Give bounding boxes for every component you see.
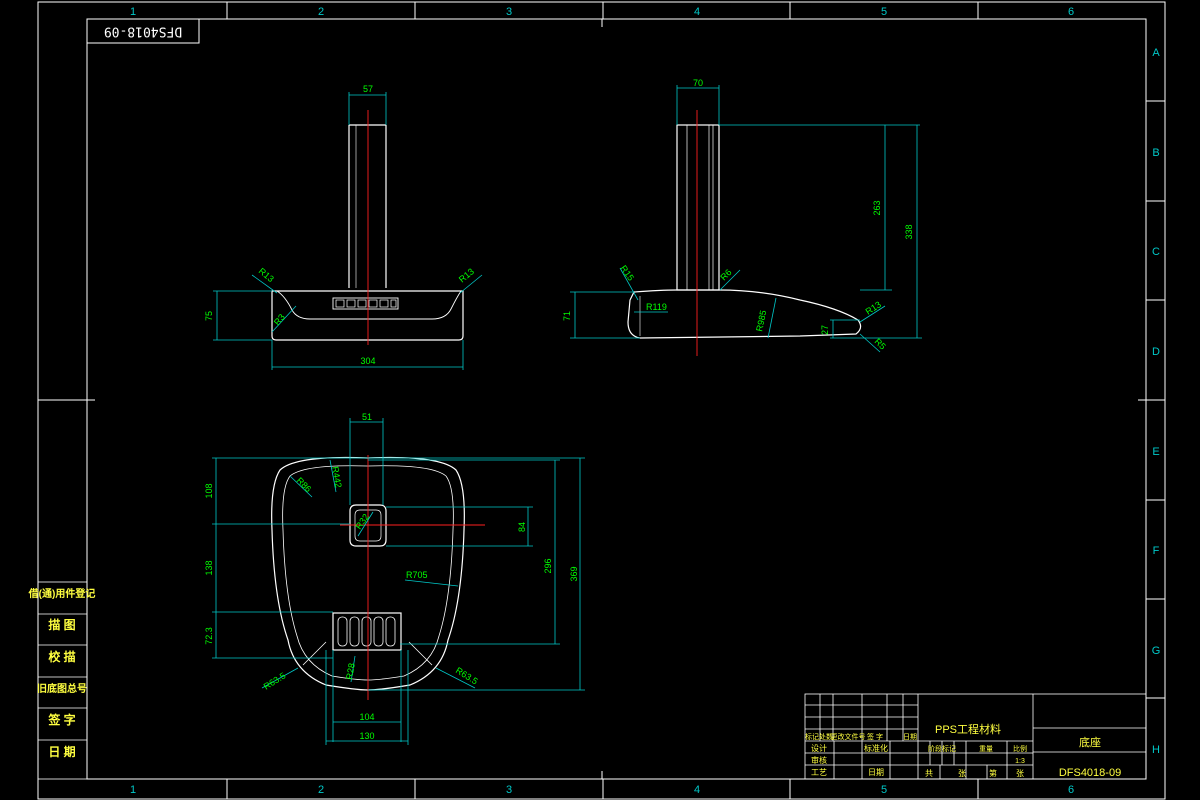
zone-row-g: G — [1152, 645, 1161, 657]
side-dim-27: 27 — [820, 325, 830, 335]
rev-header-date: 日期 — [903, 733, 917, 741]
zone-row-e: E — [1152, 446, 1159, 458]
stamp-reg: 借(通)用件登记 — [28, 587, 96, 600]
top-dim-r705: R705 — [406, 570, 428, 580]
stage-header-weight: 重量 — [979, 745, 993, 753]
rev-header-doc: 更改文件号 — [831, 732, 866, 741]
drawing-number-box: DFS4018-09 — [86, 18, 200, 44]
top-dim-r86: R86 — [295, 475, 314, 494]
side-stamp-table: 借(通)用件登记 描 图 校 描 旧底图总号 签 字 日 期 — [28, 581, 96, 780]
stage-header-mark: 阶段标记 — [928, 744, 956, 753]
zone-col-3-top: 3 — [506, 6, 512, 18]
sheet-no-label: 第 — [989, 768, 997, 778]
top-dim-r442: R442 — [330, 466, 344, 489]
stage-header-scale: 比例 — [1013, 744, 1027, 753]
zone-col-5-top: 5 — [881, 6, 887, 18]
top-dim-r63-5-right: R63.5 — [454, 665, 480, 686]
top-dim-296: 296 — [543, 558, 553, 573]
zone-row-a: A — [1152, 47, 1160, 59]
top-dim-top-width: 51 — [362, 412, 372, 422]
sheet-total-label: 共 — [925, 769, 933, 778]
rev-header-mark: 标记 — [805, 732, 819, 741]
zone-col-5-bottom: 5 — [881, 784, 887, 796]
top-dim-72-3: 72.3 — [204, 627, 214, 645]
row-design: 设计 — [811, 743, 827, 753]
top-dim-130: 130 — [359, 731, 374, 741]
stamp-date: 日 期 — [48, 744, 75, 759]
sheet-total-unit: 张 — [958, 769, 966, 778]
zone-col-3-bottom: 3 — [506, 784, 512, 796]
zone-col-2-top: 2 — [318, 6, 324, 18]
top-dim-138: 138 — [204, 560, 214, 575]
side-dim-top-width: 70 — [693, 78, 703, 88]
front-dim-r-inner: R3 — [272, 312, 287, 327]
zone-col-4-top: 4 — [694, 6, 700, 18]
zone-labels: 1 2 3 4 5 6 1 2 3 4 5 6 A B C D E F G H — [130, 6, 1160, 796]
zone-col-4-bottom: 4 — [694, 784, 700, 796]
side-dim-r15: R15 — [618, 263, 636, 282]
stamp-old-no: 旧底图总号 — [37, 682, 87, 695]
side-dim-r119: R119 — [646, 302, 667, 312]
drawing-number-frame — [86, 18, 200, 44]
side-dim-r985: R985 — [754, 309, 768, 332]
row-standard: 标准化 — [864, 743, 888, 753]
rev-header-sign: 签 字 — [867, 732, 883, 741]
top-dim-108: 108 — [204, 483, 214, 498]
front-dim-top-width: 57 — [363, 84, 373, 94]
zone-col-6-bottom: 6 — [1068, 784, 1074, 796]
side-dim-r13: R13 — [864, 299, 883, 316]
row-date: 日期 — [868, 768, 884, 777]
zone-row-b: B — [1152, 147, 1159, 159]
title-block: PPS工程材料 底座 DFS4018-09 标记 处数 更改文件号 签 字 日期… — [804, 693, 1147, 780]
title-part-name: 底座 — [1079, 735, 1101, 749]
side-dim-263: 263 — [872, 200, 882, 215]
stamp-check: 校 描 — [48, 649, 75, 664]
side-dim-r6: R6 — [718, 267, 733, 282]
zone-row-h: H — [1152, 744, 1160, 756]
top-dim-104: 104 — [359, 712, 374, 722]
front-dim-height: 75 — [204, 311, 214, 321]
zone-col-6-top: 6 — [1068, 6, 1074, 18]
top-dim-r32: R32 — [353, 512, 371, 531]
zone-col-2-bottom: 2 — [318, 784, 324, 796]
top-dim-r28: R28 — [344, 662, 357, 680]
zone-col-1-top: 1 — [130, 6, 136, 18]
zone-col-1-bottom: 1 — [130, 784, 136, 796]
front-dim-width: 304 — [360, 356, 375, 366]
front-view: 57 75 304 R13 R13 R3 — [204, 84, 483, 370]
title-material: PPS工程材料 — [935, 722, 1001, 736]
zone-row-f: F — [1153, 545, 1160, 557]
side-view: 70 263 338 71 27 R15 R6 R119 R985 R13 R5 — [562, 78, 922, 356]
drawing-frame — [37, 1, 1166, 800]
drawing-number-rotated: DFS4018-09 — [104, 24, 182, 39]
top-view: 51 108 138 72.3 84 296 369 R442 R86 R32 … — [204, 412, 585, 745]
top-dim-369: 369 — [569, 566, 579, 581]
stamp-trace: 描 图 — [48, 617, 75, 632]
stage-scale-value: 1:3 — [1015, 758, 1025, 765]
row-process: 工艺 — [811, 768, 827, 777]
outer-border — [37, 1, 1166, 800]
title-drawing-no: DFS4018-09 — [1059, 767, 1121, 779]
side-dim-71: 71 — [562, 311, 572, 321]
sheet-no-unit: 张 — [1016, 769, 1024, 778]
stamp-sign: 签 字 — [47, 712, 75, 727]
front-dim-r-left: R13 — [257, 266, 276, 284]
top-dim-84: 84 — [517, 522, 527, 532]
zone-row-d: D — [1152, 346, 1160, 358]
side-dim-338: 338 — [904, 224, 914, 239]
inner-border — [86, 18, 1147, 780]
side-dim-r5: R5 — [873, 336, 888, 351]
rev-header-count: 处数 — [819, 732, 833, 741]
row-review: 审核 — [811, 755, 827, 765]
top-dim-r63-5-left: R63.5 — [262, 670, 288, 691]
zone-row-c: C — [1152, 246, 1160, 258]
